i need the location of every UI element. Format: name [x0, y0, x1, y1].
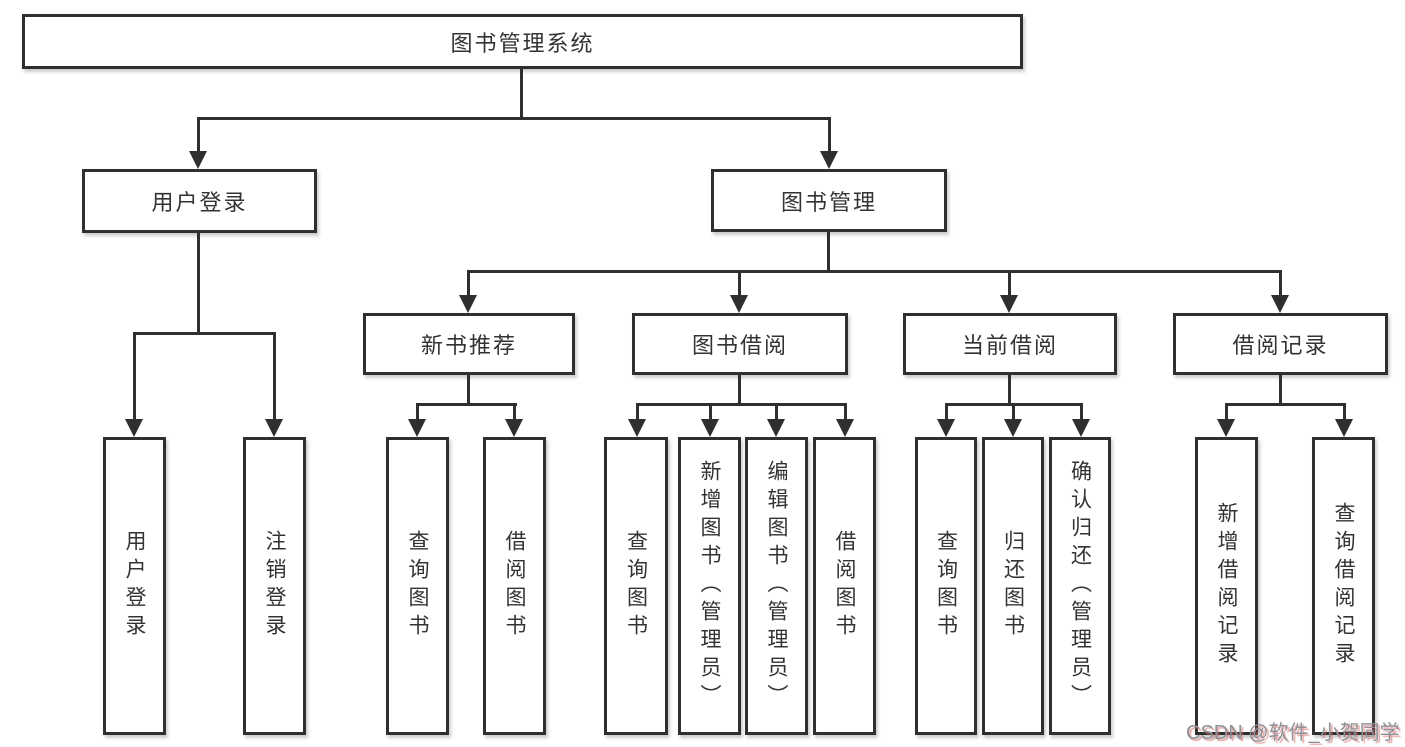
connector-arrow-icon	[836, 419, 854, 437]
connector-line	[738, 270, 741, 295]
connector-line	[636, 403, 639, 419]
node-borrow-records: 借阅记录	[1173, 313, 1388, 375]
connector-line	[738, 375, 741, 406]
leaf-label: 查询图书	[624, 530, 648, 642]
leaf-logout-login: 注销登录	[243, 437, 306, 735]
connector-arrow-icon	[628, 419, 646, 437]
connector-line	[636, 403, 847, 406]
connector-arrow-icon	[265, 419, 283, 437]
leaf-label: 归还图书	[1001, 530, 1025, 642]
leaf-confirm-return-admin: 确认归还（管理员）	[1049, 437, 1111, 735]
connector-arrow-icon	[1000, 295, 1018, 313]
connector-line	[520, 68, 523, 120]
node-label: 图书管理	[780, 189, 877, 215]
connector-line	[197, 117, 831, 120]
leaf-label: 编辑图书（管理员）	[765, 460, 788, 712]
leaf-query-books-recommend: 查询图书	[386, 437, 449, 735]
connector-line	[467, 270, 470, 295]
node-user-login: 用户登录	[82, 169, 317, 233]
connector-line	[1343, 403, 1346, 419]
connector-line	[1012, 403, 1015, 419]
connector-line	[1080, 403, 1083, 419]
connector-arrow-icon	[125, 419, 143, 437]
leaf-label: 借阅图书	[833, 530, 856, 642]
connector-line	[416, 403, 517, 406]
connector-line	[828, 117, 831, 153]
leaf-label: 借阅图书	[503, 530, 526, 642]
connector-arrow-icon	[189, 151, 207, 169]
node-label: 图书管理系统	[450, 30, 595, 56]
leaf-label: 用户登录	[123, 530, 146, 642]
connector-line	[133, 332, 136, 419]
leaf-borrow-books: 借阅图书	[813, 437, 876, 735]
connector-arrow-icon	[730, 295, 748, 313]
connector-line	[775, 403, 778, 419]
connector-arrow-icon	[505, 419, 523, 437]
connector-line	[273, 332, 276, 419]
connector-arrow-icon	[937, 419, 955, 437]
connector-line	[467, 270, 1282, 273]
node-label: 当前借阅	[961, 333, 1058, 358]
connector-line	[133, 332, 276, 335]
connector-line	[467, 375, 470, 406]
connector-arrow-icon	[408, 419, 426, 437]
leaf-query-borrow-record: 查询借阅记录	[1312, 437, 1375, 735]
connector-line	[1279, 270, 1282, 295]
leaf-label: 确认归还（管理员）	[1068, 460, 1092, 712]
connector-line	[709, 403, 712, 419]
connector-line	[945, 403, 948, 419]
connector-arrow-icon	[1004, 419, 1022, 437]
node-label: 用户登录	[151, 190, 248, 215]
connector-line	[1008, 375, 1011, 406]
leaf-borrow-books-recommend: 借阅图书	[483, 437, 546, 735]
leaf-add-book-admin: 新增图书（管理员）	[678, 437, 741, 735]
leaf-label: 查询图书	[934, 530, 958, 642]
connector-line	[197, 117, 200, 153]
node-label: 新书推荐	[420, 333, 517, 358]
connector-arrow-icon	[1335, 419, 1353, 437]
connector-line	[197, 233, 200, 334]
connector-line	[513, 403, 516, 419]
connector-line	[827, 232, 830, 272]
node-library-system: 图书管理系统	[22, 14, 1023, 69]
node-current-borrow: 当前借阅	[903, 313, 1117, 375]
node-label: 图书借阅	[691, 333, 788, 358]
watermark: CSDN @软件_小贺同学	[1186, 722, 1400, 744]
connector-arrow-icon	[1271, 295, 1289, 313]
node-new-book-recommend: 新书推荐	[363, 313, 575, 375]
leaf-label: 查询借阅记录	[1332, 502, 1355, 670]
connector-line	[1008, 270, 1011, 295]
leaf-query-books-borrow: 查询图书	[604, 437, 668, 735]
connector-line	[844, 403, 847, 419]
leaf-add-borrow-record: 新增借阅记录	[1195, 437, 1258, 735]
connector-line	[1225, 403, 1346, 406]
connector-line	[416, 403, 419, 419]
connector-arrow-icon	[1072, 419, 1090, 437]
leaf-label: 新增借阅记录	[1215, 502, 1238, 670]
node-label: 借阅记录	[1232, 333, 1329, 358]
node-book-borrow: 图书借阅	[632, 313, 848, 375]
connector-arrow-icon	[701, 419, 719, 437]
leaf-edit-book-admin: 编辑图书（管理员）	[745, 437, 808, 735]
leaf-label: 新增图书（管理员）	[698, 460, 721, 712]
leaf-label: 查询图书	[406, 530, 429, 642]
leaf-query-books-current: 查询图书	[915, 437, 977, 735]
connector-line	[1225, 403, 1228, 419]
node-book-management: 图书管理	[711, 169, 947, 232]
leaf-label: 注销登录	[263, 530, 286, 642]
leaf-user-login: 用户登录	[103, 437, 166, 735]
connector-arrow-icon	[1217, 419, 1235, 437]
leaf-return-book: 归还图书	[982, 437, 1044, 735]
connector-arrow-icon	[767, 419, 785, 437]
connector-arrow-icon	[459, 295, 477, 313]
connector-arrow-icon	[820, 151, 838, 169]
connector-line	[1279, 375, 1282, 406]
